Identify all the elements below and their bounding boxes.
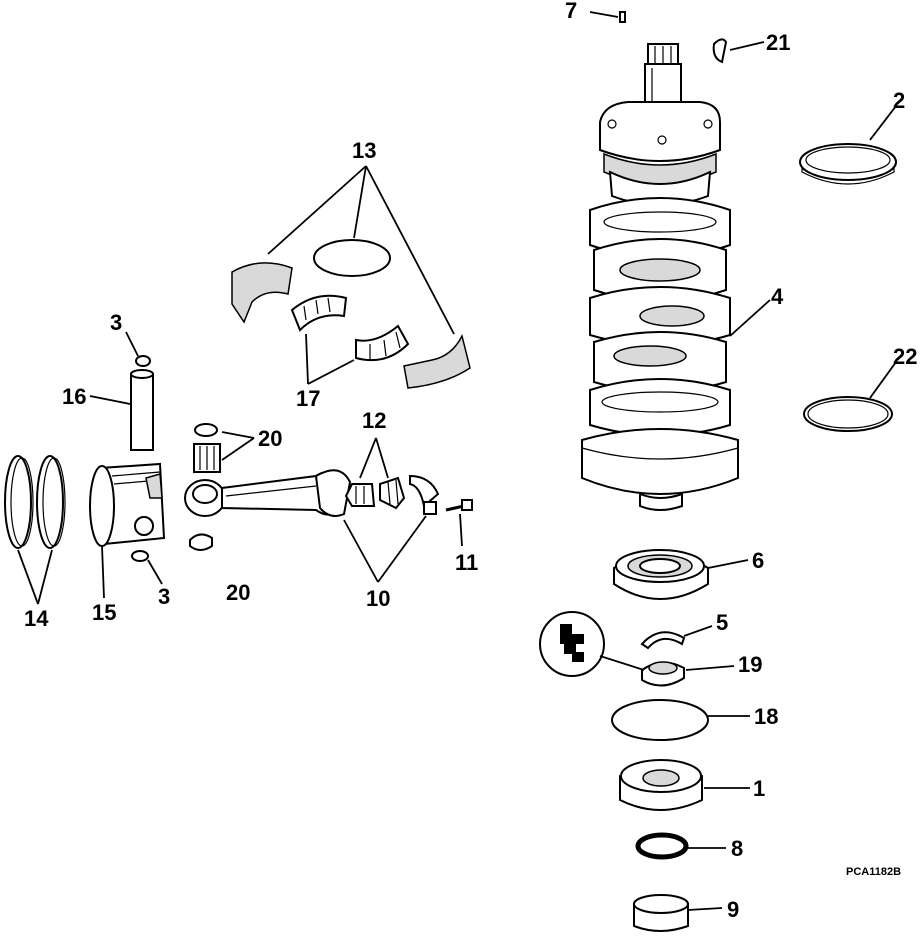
callout-6: 6 [752,548,764,573]
callout-12: 12 [362,408,386,433]
callout-1: 1 [753,776,765,801]
callout-16: 16 [62,384,86,409]
pin-7 [619,11,626,23]
callout-11: 11 [455,550,478,575]
callout-8: 8 [731,836,743,861]
needle-bearing-12 [344,476,406,510]
figure-code: PCA1182B [846,866,901,878]
callout-15: 15 [92,600,116,625]
callout-17: 17 [296,386,320,411]
callout-20-bottom: 20 [226,580,250,605]
clip-3-bottom [131,550,149,562]
callout-14: 14 [24,606,49,631]
callout-3-bottom: 3 [158,584,170,609]
callout-5: 5 [716,610,728,635]
piston-15 [89,462,166,547]
needle-bearing-20-top [193,423,221,473]
seal-ring-2 [799,143,897,185]
woodruff-key-21 [712,38,728,64]
bearing-ring-13 [313,239,391,277]
connecting-rod-10 [184,469,440,517]
snap-ring-5 [640,631,686,650]
ball-bearing-6 [613,549,709,600]
needle-bearing-20-bottom [189,533,213,551]
callout-7: 7 [565,0,577,23]
seal-8 [635,832,689,860]
needle-bearing-17 [290,294,410,362]
bearing-half-13-right [403,333,471,389]
piston-rings-14 [4,455,66,549]
callout-numbers: 7 21 2 4 22 6 5 19 18 1 8 9 13 3 16 17 2… [24,0,917,922]
callout-13: 13 [352,138,376,163]
callout-22: 22 [893,344,917,369]
callout-18: 18 [754,704,778,729]
bearing-half-13-left [231,262,293,324]
callout-9: 9 [727,897,739,922]
callout-21: 21 [766,30,790,55]
retainer-1 [619,759,703,811]
lubricant-symbol [539,611,645,677]
crankshaft [581,43,739,511]
bushing-9 [633,894,689,932]
callout-20-top: 20 [258,426,282,451]
callout-19: 19 [738,652,762,677]
clip-3-top [135,355,151,367]
callout-4: 4 [771,284,784,309]
seal-19 [641,661,685,687]
bolt-11 [445,499,473,512]
wrist-pin-16 [130,369,154,451]
o-ring-18 [611,699,709,741]
crankshaft-flange [599,101,721,162]
callout-10: 10 [366,586,390,611]
callout-2: 2 [893,88,905,113]
callout-3-top: 3 [110,310,122,335]
ring-22 [803,396,893,432]
leader-lines [17,11,897,911]
